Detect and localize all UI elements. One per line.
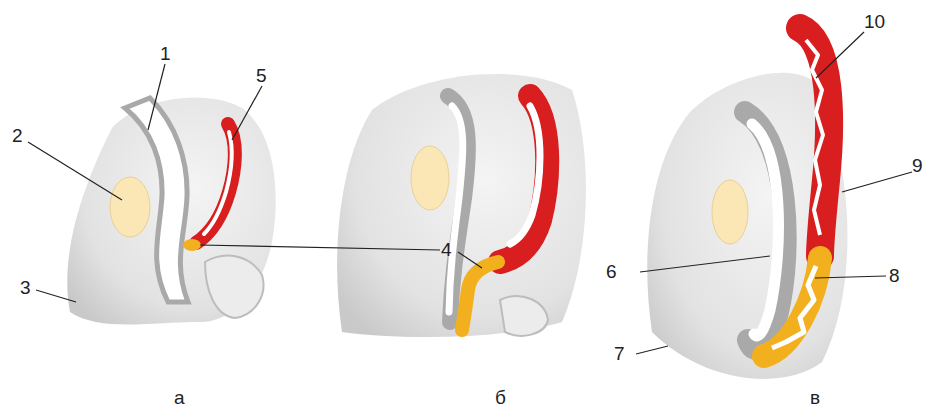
oval bbox=[712, 180, 748, 244]
lumen bbox=[204, 132, 232, 234]
cleft-lumen bbox=[449, 106, 463, 312]
callout-number: 1 bbox=[160, 44, 171, 63]
lining bbox=[745, 112, 786, 349]
tissue bbox=[67, 98, 275, 325]
panel-a bbox=[67, 98, 275, 325]
orange-part bbox=[764, 258, 820, 356]
panel-c bbox=[647, 28, 847, 379]
callout-number: 9 bbox=[912, 156, 923, 175]
leader-line bbox=[640, 256, 770, 272]
leader-line bbox=[816, 32, 864, 78]
red-tube bbox=[500, 96, 547, 262]
lumen bbox=[806, 40, 823, 235]
panel-letter: а bbox=[174, 388, 185, 407]
leader-line bbox=[148, 64, 165, 130]
panel-letter: б bbox=[495, 388, 506, 407]
lining-lumen bbox=[752, 124, 778, 336]
leader-line bbox=[815, 276, 886, 278]
lumen bbox=[772, 266, 816, 348]
leader-line bbox=[458, 252, 482, 268]
callout-number: 2 bbox=[12, 126, 23, 145]
panel-b bbox=[337, 74, 586, 337]
callout-number: 4 bbox=[441, 240, 452, 259]
leader-lines bbox=[28, 32, 912, 354]
leader-line bbox=[200, 245, 440, 250]
callout-number: 8 bbox=[889, 266, 900, 285]
lumen bbox=[510, 106, 540, 244]
leader-line bbox=[636, 346, 668, 354]
tissue bbox=[337, 74, 586, 337]
oval bbox=[110, 177, 150, 237]
orange-part bbox=[183, 239, 201, 251]
oval bbox=[411, 146, 449, 210]
leader-line bbox=[842, 172, 912, 192]
red-tube bbox=[196, 124, 235, 243]
red-tube bbox=[800, 28, 829, 256]
leader-line bbox=[232, 86, 262, 140]
bone bbox=[500, 296, 548, 336]
panel-letter: в bbox=[810, 388, 820, 407]
orange-part bbox=[462, 262, 498, 330]
leader-line bbox=[36, 290, 76, 302]
bone bbox=[205, 256, 263, 318]
callout-number: 7 bbox=[614, 344, 625, 363]
leader-line bbox=[28, 142, 122, 200]
callout-number: 3 bbox=[20, 278, 31, 297]
callout-number: 5 bbox=[256, 66, 267, 85]
callout-number: 6 bbox=[606, 262, 617, 281]
callout-number: 10 bbox=[864, 12, 885, 31]
